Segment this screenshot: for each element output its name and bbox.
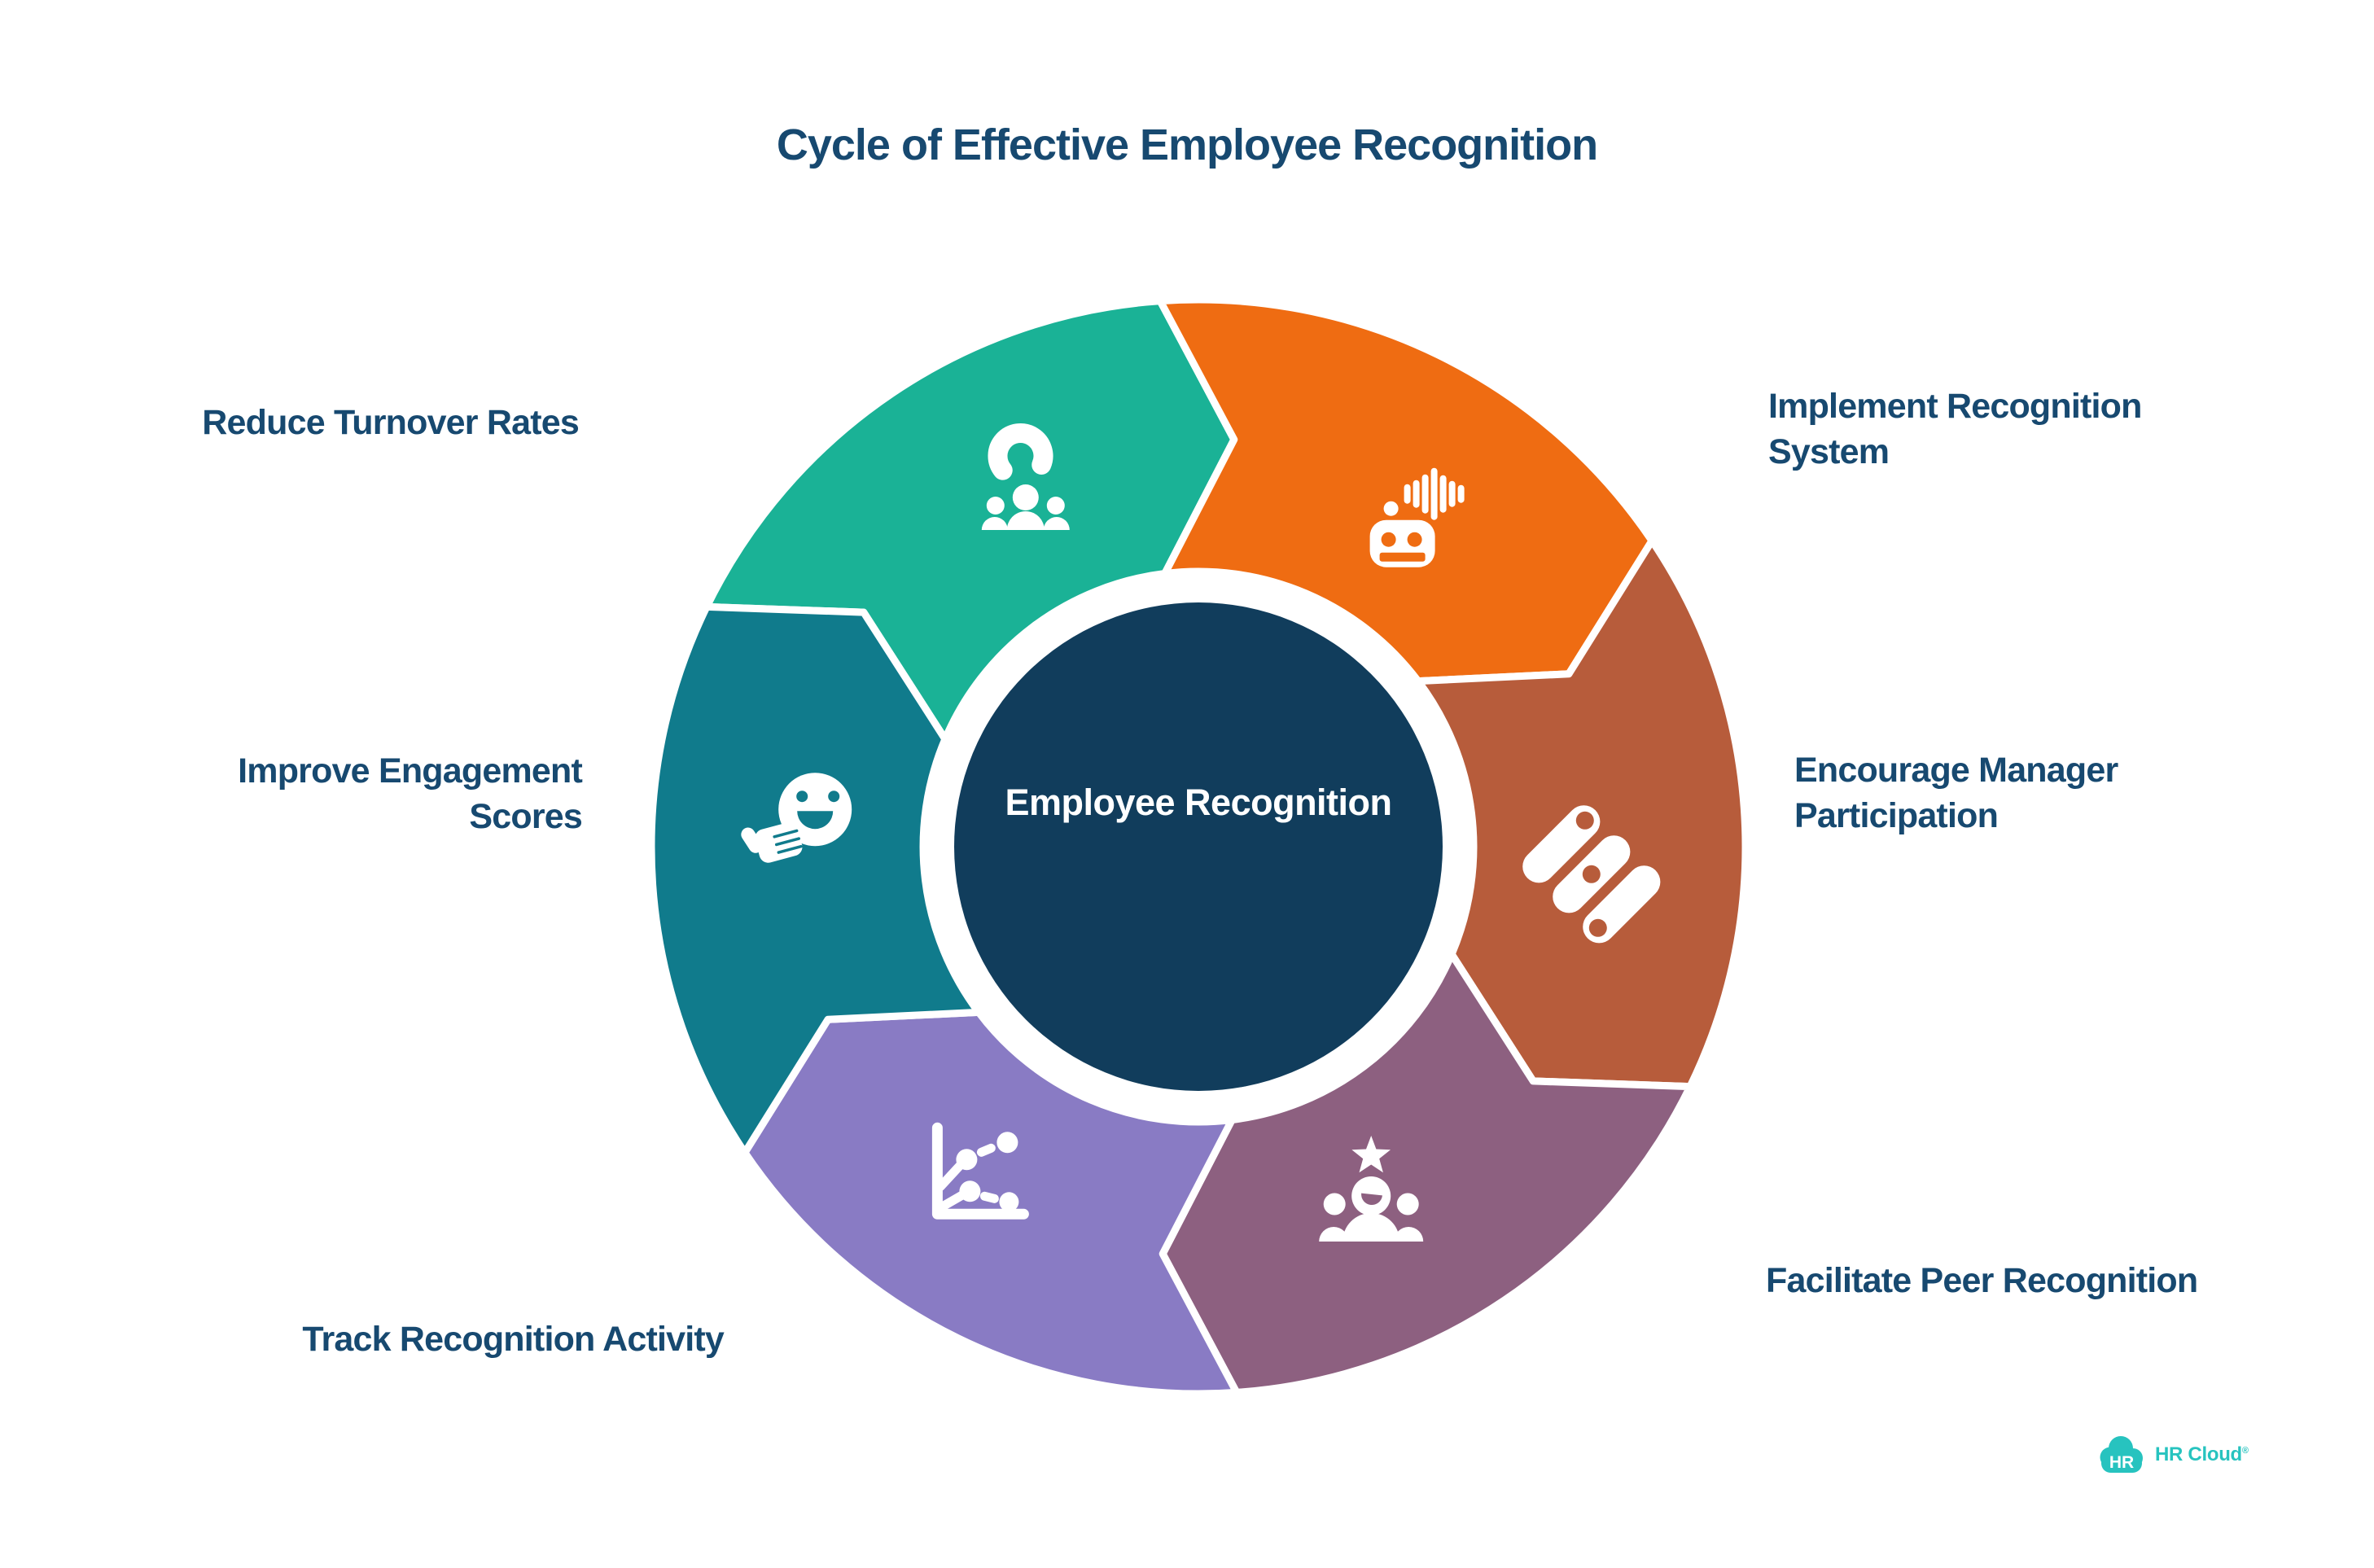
segment-label-encourage-manager-participation: Encourage Manager Participation [1794, 751, 2118, 835]
hr-cloud-logo: HR HR Cloud® [2099, 1434, 2249, 1475]
smiley-thumbs-up-icon [741, 773, 852, 863]
segment-label-facilitate-peer-recognition: Facilitate Peer Recognition [1766, 1261, 2198, 1300]
hr-cloud-logo-icon: HR [2100, 1436, 2143, 1473]
segment-label-reduce-turnover-rates: Reduce Turnover Rates [202, 403, 580, 442]
page-title: Cycle of Effective Employee Recognition [776, 120, 1598, 169]
robot-voice-icon [1369, 467, 1465, 567]
center-circle-label: Employee Recognition [1005, 782, 1392, 823]
segment-label-implement-recognition-system: Implement Recognition System [1768, 387, 2142, 471]
center-circle [954, 602, 1443, 1091]
svg-text:HR: HR [2109, 1453, 2134, 1472]
hand-picking-person-icon [981, 423, 1070, 530]
segment-label-improve-engagement-scores: Improve Engagement Scores [238, 751, 583, 836]
sliders-capsules-icon [1522, 805, 1661, 944]
registered-mark: ® [2241, 1446, 2249, 1456]
scatter-chart-icon [931, 1122, 1029, 1220]
hr-cloud-brand-text: HR Cloud® [2155, 1443, 2249, 1466]
star-employee-icon [1319, 1136, 1424, 1242]
brand-name: HR Cloud [2155, 1443, 2242, 1465]
segment-label-track-recognition-activity: Track Recognition Activity [302, 1320, 724, 1359]
